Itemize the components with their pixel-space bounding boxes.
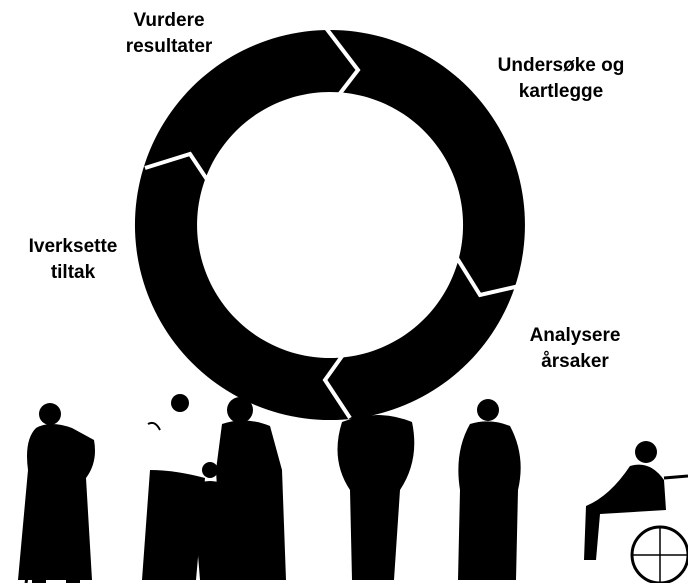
- step-label-vurdere-resultater: Vurdere resultater: [104, 8, 234, 60]
- step-label-line: Analysere: [529, 325, 621, 346]
- cycle-ring: [134, 26, 529, 421]
- step-label-line: Undersøke og: [497, 55, 625, 76]
- step-label-line: Vurdere: [133, 10, 205, 31]
- people-illustration: [18, 385, 688, 583]
- step-label-line: Iverksette: [28, 236, 118, 257]
- person-wheelchair-figure: [584, 441, 688, 583]
- step-label-undersoke-og-kartlegge: Undersøke og kartlegge: [476, 53, 646, 105]
- divider-top: [324, 26, 361, 98]
- step-label-iverksette-tiltak: Iverksette tiltak: [4, 234, 142, 286]
- divider-bottom: [322, 343, 352, 420]
- step-label-line: tiltak: [50, 262, 96, 283]
- person-shirt-figure: [142, 394, 205, 580]
- divider-left: [144, 151, 220, 198]
- person-robe-figure: [458, 399, 521, 580]
- step-label-line: årsaker: [541, 351, 609, 372]
- step-label-line: resultater: [125, 36, 213, 57]
- step-label-analysere-arsaker: Analysere årsaker: [510, 323, 640, 375]
- divider-right: [450, 248, 529, 298]
- person-coat-figure: [18, 403, 95, 583]
- person-sweater-figure: [337, 385, 415, 580]
- person-tall-figure: [216, 397, 286, 580]
- ring-shape: [134, 30, 525, 421]
- step-label-line: kartlegge: [518, 81, 604, 102]
